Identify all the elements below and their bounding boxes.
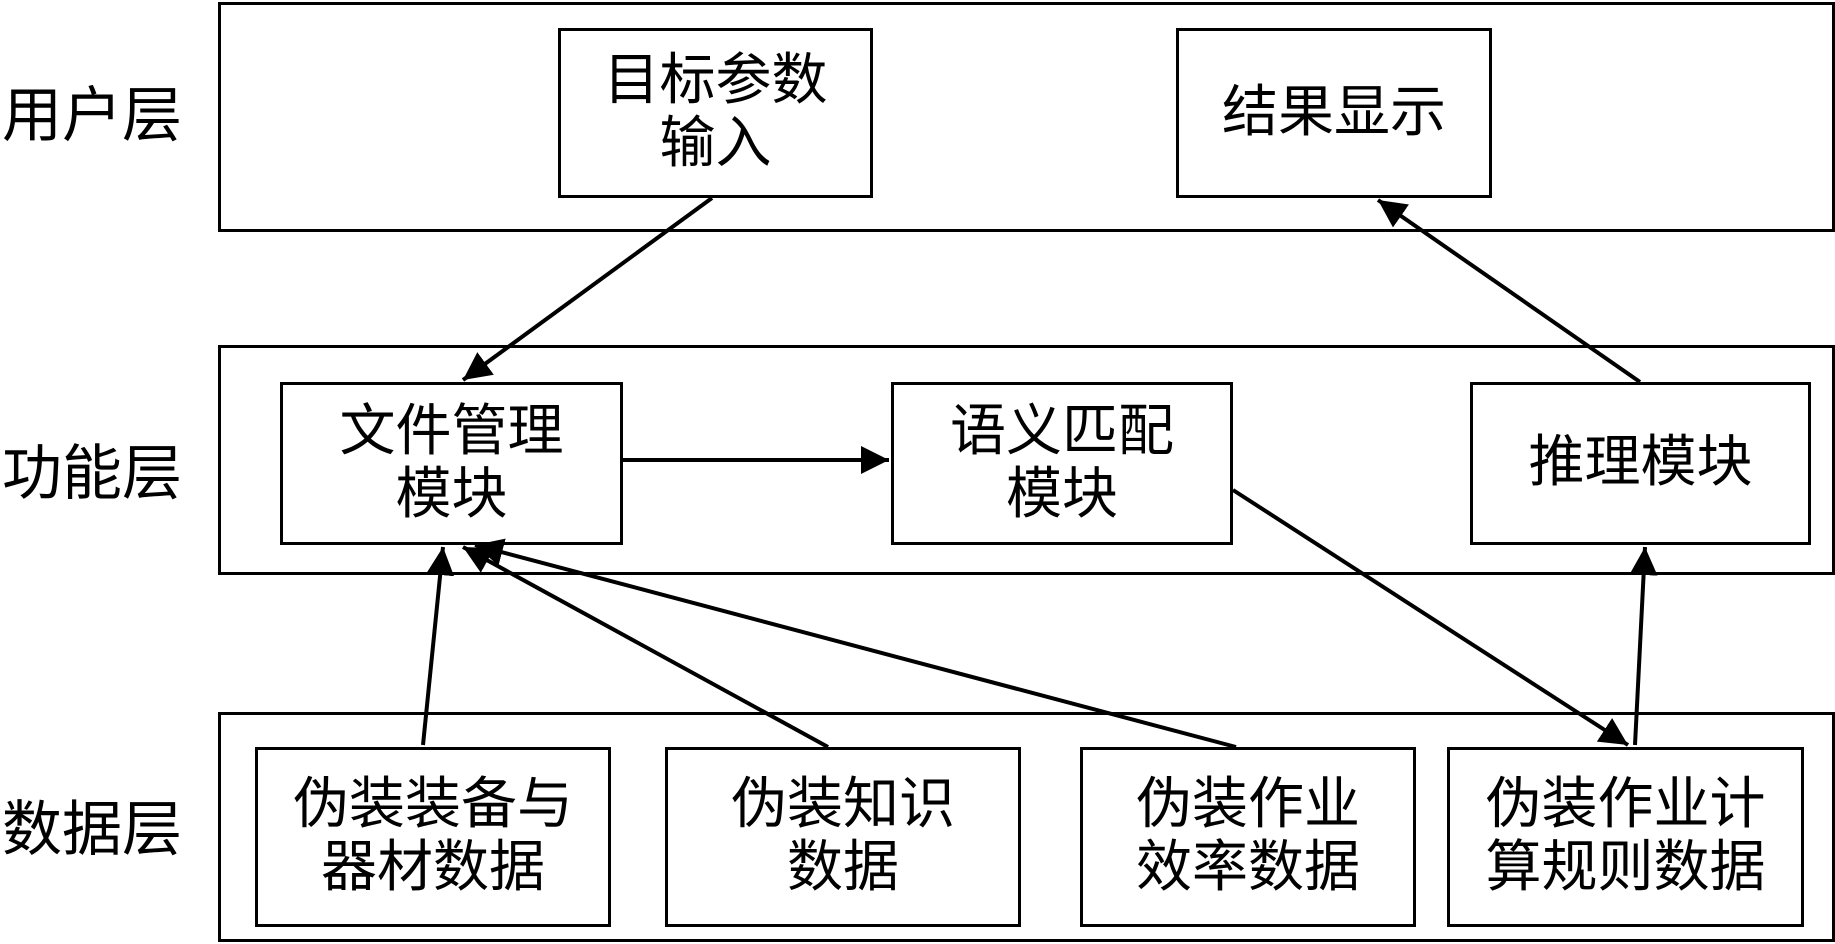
camouflage-knowledge-data-box: 伪装知识 数据	[665, 747, 1021, 927]
operation-efficiency-data-text: 伪装作业 效率数据	[1136, 772, 1360, 900]
function-layer-label: 功能层	[2, 439, 182, 509]
data-layer-label: 数据层	[2, 795, 182, 865]
camouflage-knowledge-data-text: 伪装知识 数据	[731, 772, 955, 900]
user-layer-label: 用户层	[2, 81, 182, 151]
file-management-module-text: 文件管理 模块	[339, 398, 564, 527]
calc-rules-data-box: 伪装作业计 算规则数据	[1447, 747, 1804, 927]
reasoning-module-text: 推理模块	[1528, 430, 1753, 496]
target-param-input-text: 目标参数 输入	[603, 48, 828, 176]
reasoning-module-box: 推理模块	[1470, 382, 1811, 545]
user-layer-frame	[218, 2, 1835, 232]
equipment-material-data-box: 伪装装备与 器材数据	[255, 747, 611, 927]
file-management-module-box: 文件管理 模块	[280, 382, 623, 545]
calc-rules-data-text: 伪装作业计 算规则数据	[1485, 772, 1766, 900]
equipment-material-data-text: 伪装装备与 器材数据	[293, 772, 573, 900]
result-display-box: 结果显示	[1176, 28, 1492, 198]
semantic-matching-module-box: 语义匹配 模块	[891, 382, 1233, 545]
target-param-input-box: 目标参数 输入	[558, 28, 873, 198]
operation-efficiency-data-box: 伪装作业 效率数据	[1080, 747, 1416, 927]
semantic-matching-module-text: 语义匹配 模块	[950, 398, 1174, 527]
result-display-text: 结果显示	[1222, 79, 1446, 145]
